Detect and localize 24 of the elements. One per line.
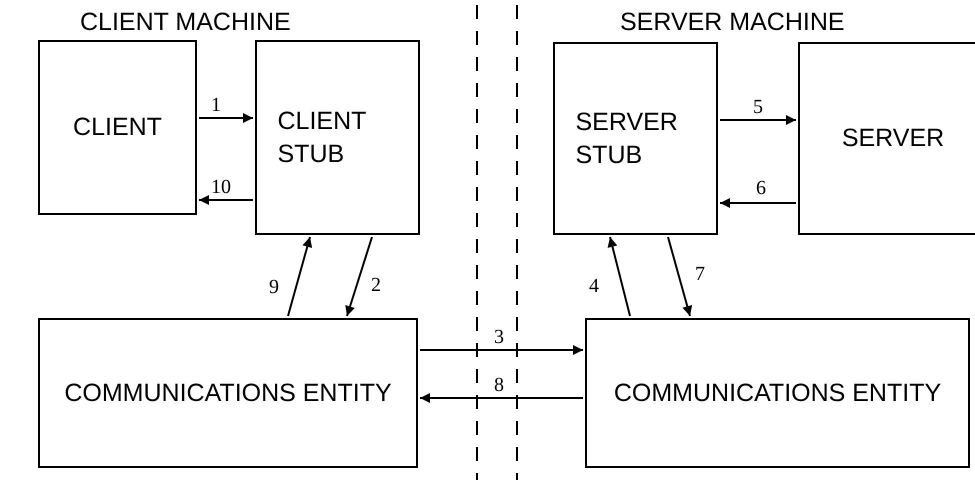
section-heading: SERVER MACHINE	[620, 8, 845, 37]
section-heading: CLIENT MACHINE	[80, 8, 291, 37]
arrow	[667, 236, 692, 316]
process-box	[585, 318, 970, 468]
arrow	[420, 393, 583, 403]
arrow	[199, 113, 253, 123]
box-label: CLIENT STUB	[278, 106, 367, 170]
process-box	[38, 40, 197, 215]
arrow	[608, 236, 631, 316]
process-box	[553, 42, 718, 235]
arrow	[345, 236, 373, 316]
arrow	[287, 236, 312, 316]
arrow	[420, 345, 583, 355]
box-label: COMMUNICATIONS ENTITY	[614, 378, 942, 409]
arrow	[720, 198, 796, 208]
box-label: SERVER	[842, 123, 944, 154]
arrow	[720, 115, 796, 125]
box-label: CLIENT	[73, 112, 162, 144]
box-label: COMMUNICATIONS ENTITY	[64, 378, 392, 409]
box-label: SERVER STUB	[576, 107, 679, 170]
process-box	[38, 318, 418, 468]
process-box	[798, 42, 975, 235]
arrow	[199, 195, 253, 205]
process-box	[255, 40, 420, 235]
